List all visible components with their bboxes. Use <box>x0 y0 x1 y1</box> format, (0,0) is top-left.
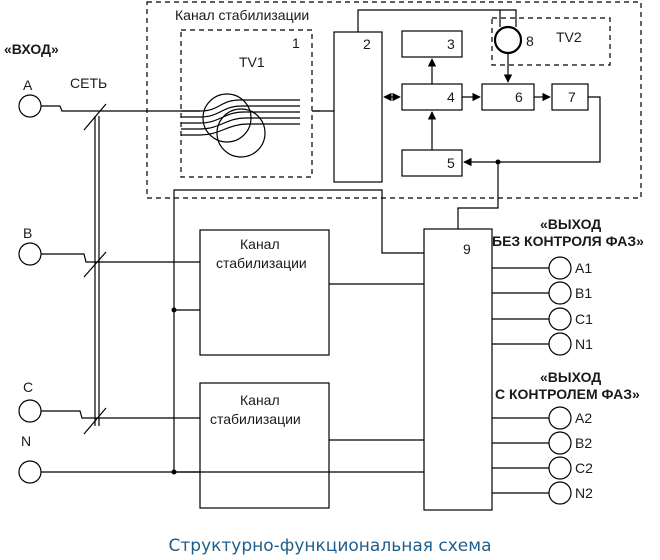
terminal-a2 <box>548 406 572 430</box>
tv1-label: TV1 <box>239 54 265 70</box>
terminal-b1-label: B1 <box>575 285 592 301</box>
terminal-n2-label: N2 <box>575 485 593 501</box>
terminal-c2 <box>548 456 572 480</box>
terminal-b <box>18 242 42 266</box>
terminal-c <box>18 399 42 423</box>
channel-b-line2: стабилизации <box>216 255 307 271</box>
block-6 <box>481 83 535 111</box>
output2-title-line2: С КОНТРОЛЕМ ФАЗ» <box>495 386 640 402</box>
top-channel-connections <box>357 9 601 229</box>
block-7 <box>551 83 589 111</box>
terminal-b2 <box>548 431 572 455</box>
tv2-current-transformer-icon <box>493 25 523 55</box>
terminal-c-label: C <box>23 379 33 395</box>
terminal-n1-label: N1 <box>575 336 593 352</box>
output1-terminals: A1 B1 C1 N1 <box>492 256 593 356</box>
block-1 <box>180 29 313 178</box>
terminal-c1 <box>548 307 572 331</box>
terminal-n1 <box>548 332 572 356</box>
terminal-b1 <box>548 281 572 305</box>
common-wiring <box>171 110 424 475</box>
terminal-n2 <box>548 481 572 505</box>
block-3 <box>401 30 463 58</box>
top-channel-title: Канал стабилизации <box>175 7 309 23</box>
block-3-number: 3 <box>447 36 455 52</box>
block-4-number: 4 <box>447 89 455 105</box>
terminal-n <box>18 460 42 484</box>
tv1-transformer-icon <box>181 93 300 158</box>
channel-c-line2: стабилизации <box>210 411 301 427</box>
block-5-number: 5 <box>447 155 455 171</box>
terminal-a-label: A <box>23 77 33 93</box>
input-terminals: A B C N <box>18 77 42 484</box>
terminal-a <box>18 94 42 118</box>
tv2-label: TV2 <box>556 29 582 45</box>
top-channel-frame <box>146 1 642 199</box>
block-2 <box>333 31 383 183</box>
channel-b-line1: Канал <box>240 236 280 252</box>
input-wiring <box>41 103 200 473</box>
terminal-b2-label: B2 <box>575 435 592 451</box>
channel-c-line1: Канал <box>240 392 280 408</box>
output1-title-line2: БЕЗ КОНТРОЛЯ ФАЗ» <box>492 233 644 249</box>
terminal-n-label: N <box>21 433 31 449</box>
input-label: «ВХОД» <box>4 41 59 57</box>
terminal-c1-label: C1 <box>575 311 593 327</box>
block-2-number: 2 <box>363 36 371 52</box>
output1-title-line1: «ВЫХОД <box>540 216 601 232</box>
block-7-number: 7 <box>568 89 576 105</box>
terminal-c2-label: C2 <box>575 460 593 476</box>
terminal-a2-label: A2 <box>575 410 592 426</box>
channel-b-box <box>199 229 330 356</box>
terminal-b-label: B <box>23 225 32 241</box>
terminal-a1 <box>548 256 572 280</box>
block-8-number: 8 <box>526 33 534 49</box>
block-9-number: 9 <box>463 241 471 257</box>
network-label: СЕТЬ <box>70 75 107 91</box>
block-1-number: 1 <box>292 35 300 51</box>
output2-title-line1: «ВЫХОД <box>540 369 601 385</box>
diagram-caption: Структурно-функциональная схема <box>169 536 492 556</box>
channel-c-box <box>199 382 330 509</box>
terminal-a1-label: A1 <box>575 260 592 276</box>
tv2-frame <box>491 17 611 66</box>
block-9 <box>423 228 493 511</box>
output2-terminals: A2 B2 C2 N2 <box>492 406 593 505</box>
block-6-number: 6 <box>515 89 523 105</box>
